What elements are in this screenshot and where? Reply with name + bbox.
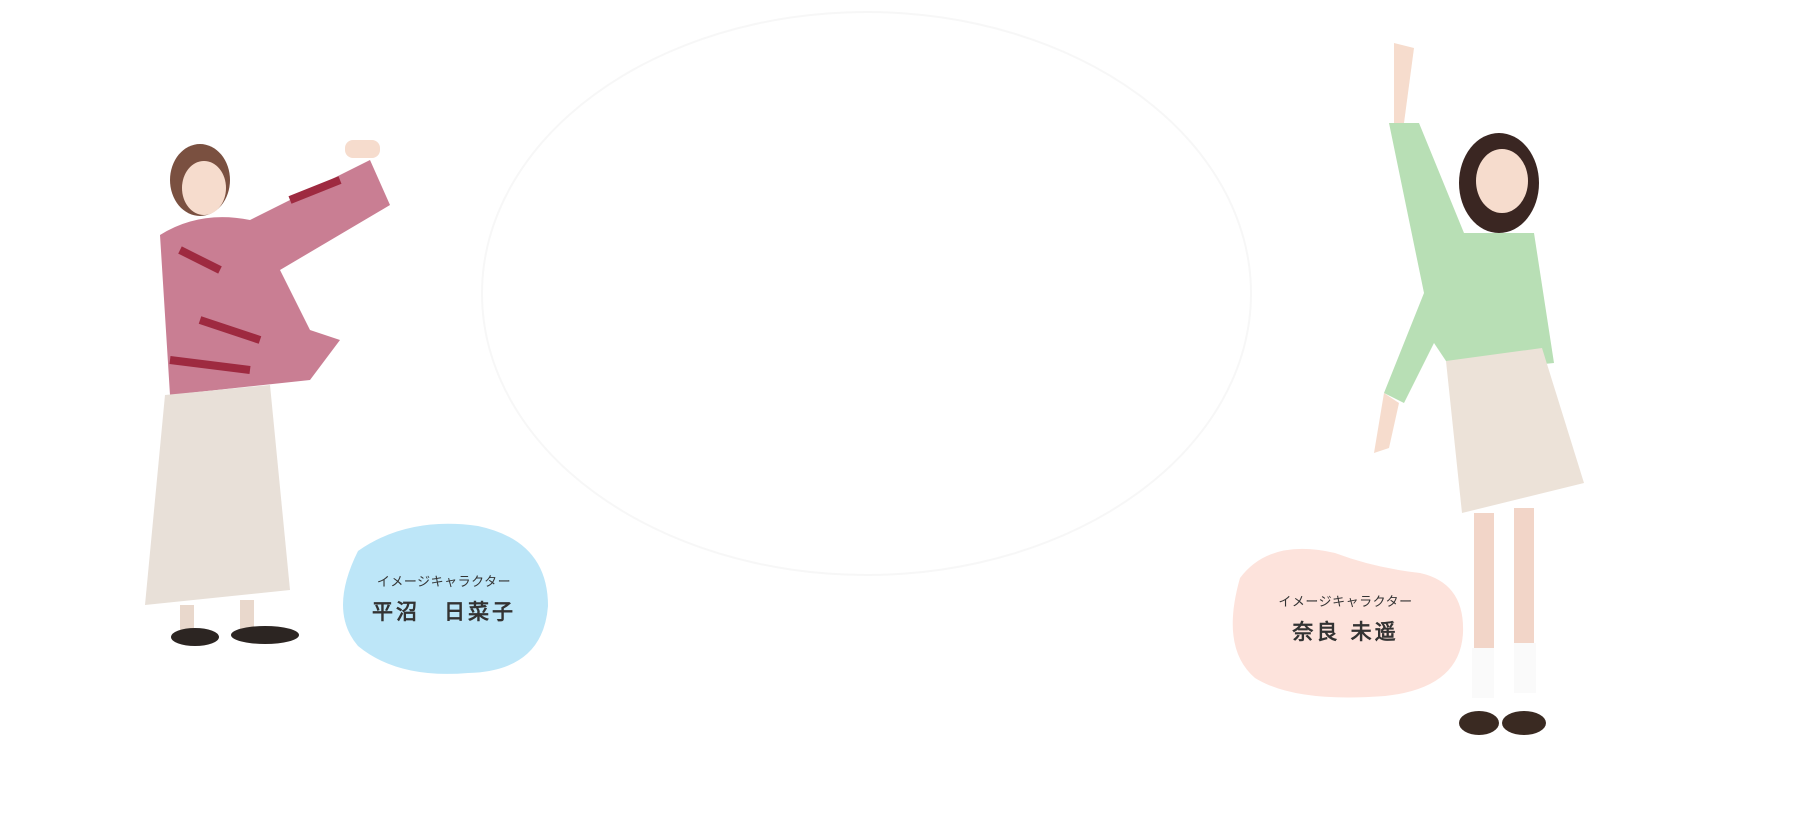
character-role: イメージキャラクター — [376, 575, 512, 590]
character-name: 奈良 未遥 — [1292, 619, 1399, 644]
character-label-right: イメージキャラクター 奈良 未遥 — [1225, 538, 1466, 698]
character-name: 平沼 日菜子 — [372, 600, 516, 624]
background-circle — [481, 11, 1252, 576]
character-photo-right — [1374, 43, 1584, 735]
character-label-left: イメージキャラクター 平沼 日菜子 — [338, 521, 550, 676]
label-blob-shape — [343, 523, 548, 674]
character-photo-left — [145, 140, 390, 646]
character-role: イメージキャラクター — [1278, 594, 1413, 610]
label-blob-shape — [1232, 548, 1464, 698]
